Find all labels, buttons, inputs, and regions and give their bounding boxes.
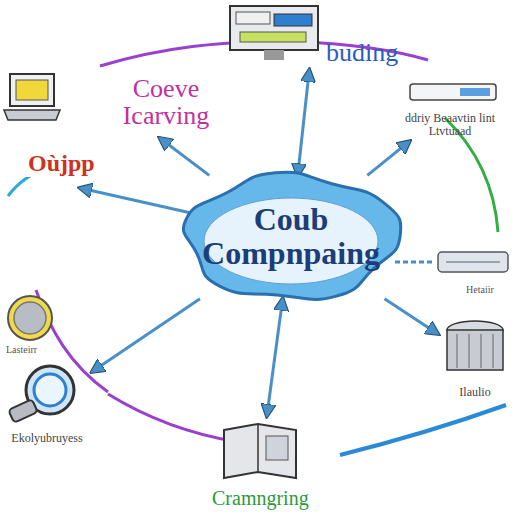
- icon-node: ddriy Beaavtin lint Ltvtuaad: [398, 80, 502, 137]
- disc-icon: [14, 302, 46, 334]
- free-label: Oùjpp: [26, 150, 97, 177]
- device-icon: [218, 420, 302, 486]
- icon-node: buding: [228, 4, 398, 66]
- cloud-title: Coub Compnpaing: [201, 203, 381, 270]
- device-icon: [442, 318, 508, 384]
- orbit-streak: [340, 405, 506, 455]
- node-label: buding: [326, 39, 398, 66]
- connector-arrow: [298, 70, 310, 175]
- device-icon: [228, 4, 320, 66]
- disc-icon: [8, 296, 52, 340]
- free-label: Lasteirr: [4, 344, 39, 355]
- pipe-icon: [438, 252, 508, 272]
- device-icon: [2, 70, 62, 134]
- node-label: Cramngring: [212, 488, 309, 509]
- connector-arrow: [367, 141, 409, 175]
- connector-arrow: [92, 299, 200, 372]
- arrow: [80, 188, 200, 215]
- connector-arrow: [385, 299, 438, 334]
- connector-arrow: [160, 138, 210, 175]
- arrow: [395, 261, 432, 264]
- node-label: Ilaulio: [459, 386, 490, 399]
- icon-node: Ekolyubruyess: [6, 360, 88, 445]
- node-label: ddriy Beaavtin lint Ltvtuaad: [398, 112, 502, 137]
- icon-node: Cramngring: [212, 420, 309, 509]
- pipe-icon: [446, 261, 500, 263]
- orbit-arc: [108, 394, 238, 442]
- cloud-outline: [183, 172, 400, 299]
- node-label: Ekolyubruyess: [11, 432, 82, 445]
- device-icon: [6, 360, 88, 430]
- connector-arrow: [267, 299, 283, 416]
- icon-node: Ilaulio: [442, 318, 508, 399]
- device-icon: [400, 80, 500, 110]
- free-label: Hetaiir: [464, 284, 496, 295]
- node-label: Coeve Icarving: [110, 75, 222, 130]
- cloud-node: Coub Compnpaing: [178, 168, 404, 306]
- icon-node: Coeve Icarving: [2, 70, 222, 134]
